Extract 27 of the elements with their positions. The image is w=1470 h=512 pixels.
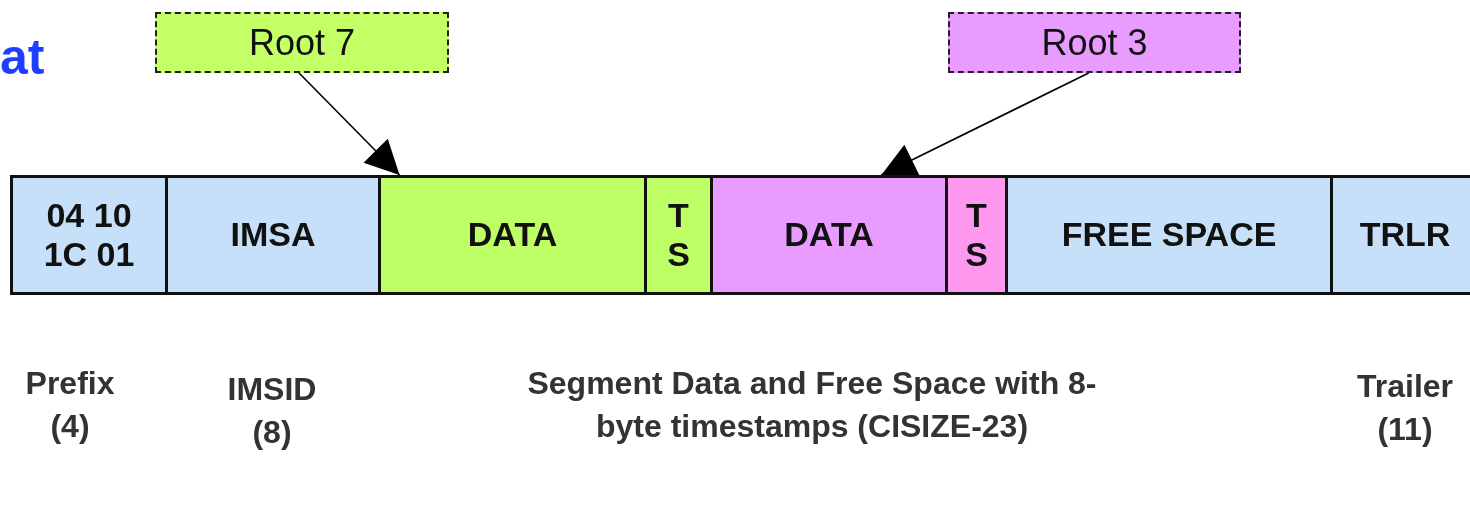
title: at bbox=[0, 28, 45, 86]
record-field-box bbox=[1330, 175, 1470, 295]
record-field-box bbox=[644, 175, 713, 295]
field-label: DATA bbox=[467, 215, 558, 255]
arrow bbox=[880, 72, 1090, 176]
arrow bbox=[298, 72, 401, 176]
size-note: IMSID (8) bbox=[226, 370, 318, 453]
record-field-box bbox=[378, 175, 647, 295]
size-note: Segment Data and Free Space with 8-byte timestamps (CISIZE-23) bbox=[526, 364, 1098, 447]
field-label: T S bbox=[666, 195, 691, 275]
record-field-box bbox=[945, 175, 1008, 295]
field-label: Root 7 bbox=[248, 21, 356, 64]
record-field-box bbox=[1005, 175, 1333, 295]
field-label: 04 10 1C 01 bbox=[42, 195, 136, 275]
size-note: Prefix (4) bbox=[24, 364, 116, 447]
root-callout-box bbox=[948, 12, 1241, 73]
record-field-box bbox=[165, 175, 381, 295]
field-label: Root 3 bbox=[1041, 21, 1148, 64]
root-callout-box bbox=[155, 12, 449, 73]
record-field-box bbox=[710, 175, 948, 295]
field-label: T S bbox=[964, 195, 989, 275]
field-label: DATA bbox=[784, 215, 874, 255]
size-note: Trailer (11) bbox=[1355, 367, 1455, 450]
field-label: IMSA bbox=[230, 215, 316, 255]
field-label: TRLR bbox=[1359, 215, 1451, 255]
record-field-box bbox=[10, 175, 168, 295]
field-label: FREE SPACE bbox=[1061, 215, 1277, 255]
